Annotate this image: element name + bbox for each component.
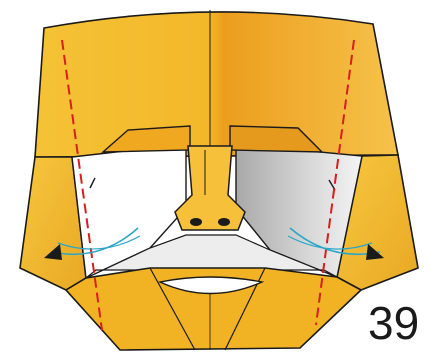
step-number: 39 <box>368 300 419 346</box>
left-nostril <box>190 218 202 226</box>
right-nostril <box>218 218 230 226</box>
forehead-panel <box>35 12 398 157</box>
